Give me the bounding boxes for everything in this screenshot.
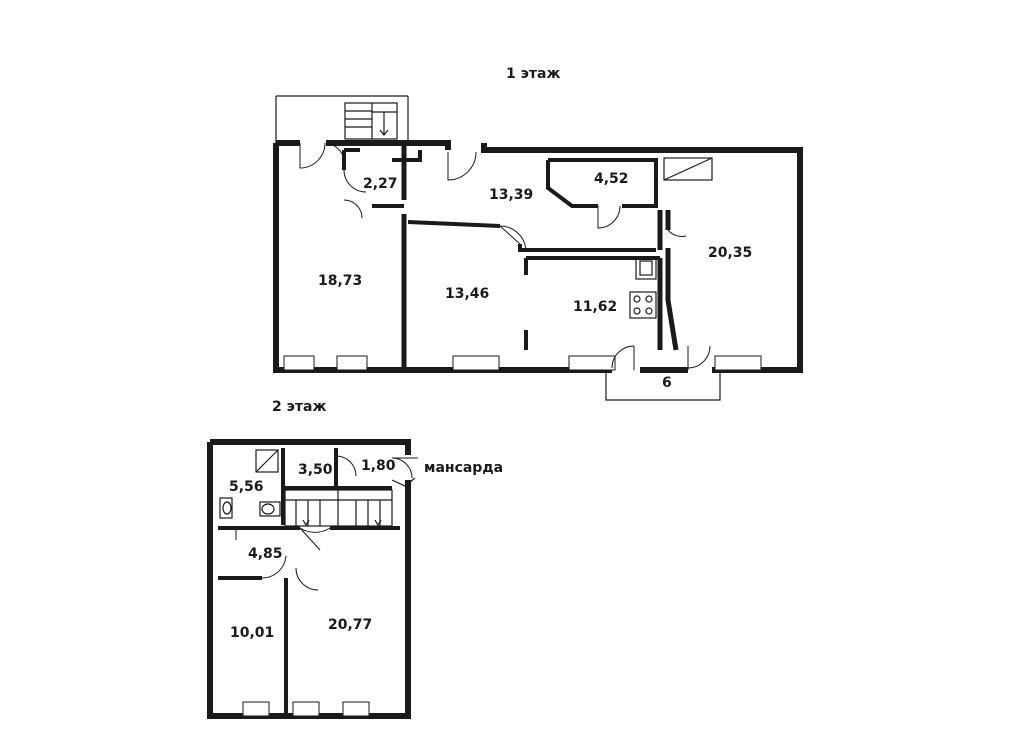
second-floor-interior-walls xyxy=(218,448,400,716)
attic-door xyxy=(335,455,418,487)
first-floor-plan: 1 этаж xyxy=(273,66,803,401)
attic-label: мансарда xyxy=(424,460,503,476)
first-floor-doors xyxy=(299,142,711,370)
room-label-3-50: 3,50 xyxy=(298,462,333,478)
entrance-porch xyxy=(275,95,409,143)
room-label-balcony-6: 6 xyxy=(662,375,672,391)
shower-cabin xyxy=(255,449,279,473)
room-label-4-52: 4,52 xyxy=(594,171,629,187)
room-label-13-39: 13,39 xyxy=(489,187,533,203)
room-label-13-46: 13,46 xyxy=(445,286,489,302)
second-floor-title: 2 этаж xyxy=(272,399,326,415)
sink xyxy=(219,497,233,519)
second-floor-windows xyxy=(242,701,370,717)
kitchen-stove xyxy=(629,291,657,319)
room-label-18-73: 18,73 xyxy=(318,273,362,289)
second-floor-plan: 2 этаж xyxy=(207,399,503,719)
room-label-11-62: 11,62 xyxy=(573,299,617,315)
balcony xyxy=(605,370,721,401)
room-label-4-85: 4,85 xyxy=(248,546,283,562)
room-label-1-80: 1,80 xyxy=(361,458,396,474)
kitchen-sink xyxy=(635,256,657,280)
room-label-2-27: 2,27 xyxy=(363,176,398,192)
room-label-20-35: 20,35 xyxy=(708,245,752,261)
room-label-5-56: 5,56 xyxy=(229,479,264,495)
first-floor-interior-walls xyxy=(342,143,679,370)
second-floor-doors xyxy=(235,527,331,591)
room-label-10-01: 10,01 xyxy=(230,625,274,641)
toilet xyxy=(259,501,281,517)
first-floor-stair xyxy=(663,157,713,181)
first-floor-title: 1 этаж xyxy=(506,66,560,82)
second-floor-stair xyxy=(284,489,393,527)
room-label-20-77: 20,77 xyxy=(328,617,372,633)
first-floor-windows xyxy=(283,355,762,371)
